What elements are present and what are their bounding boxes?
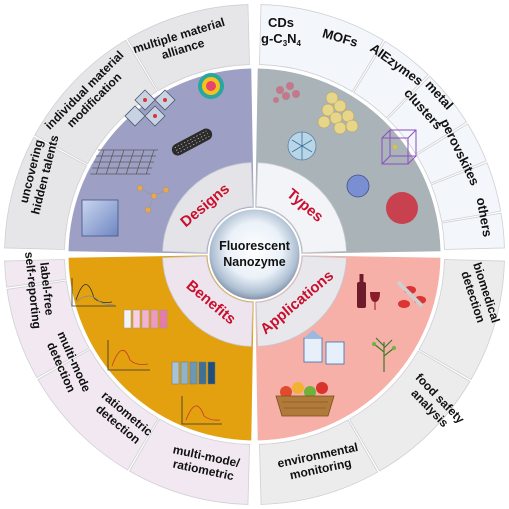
segment-gcn-label: g-C3N4 bbox=[261, 31, 302, 48]
benefits-illustrations bbox=[71, 278, 222, 425]
spectrum-plot-2-image bbox=[107, 340, 150, 371]
milk-cartons-image bbox=[303, 330, 345, 365]
octahedral-crystal-image bbox=[124, 89, 176, 127]
segment-food-safety bbox=[348, 350, 471, 472]
spectrum-plot-3-image bbox=[181, 396, 222, 425]
types-illustrations bbox=[273, 82, 418, 224]
plant-image bbox=[372, 337, 396, 372]
segment-others-label: others bbox=[474, 196, 496, 238]
segment-hidden-talents bbox=[4, 136, 88, 250]
blood-cells-image bbox=[396, 280, 426, 308]
segment-ratiometric bbox=[37, 348, 159, 471]
center-hub: Fluorescent Nanozyme bbox=[207, 207, 302, 302]
designs-illustrations bbox=[81, 73, 224, 237]
color-vials-2-image bbox=[171, 361, 216, 385]
center-circle bbox=[207, 207, 302, 302]
nanosphere-cluster-image bbox=[317, 91, 359, 135]
segment-individual-modification bbox=[34, 39, 158, 165]
cubic-lattice-image bbox=[381, 129, 417, 165]
segment-labelfree-gap bbox=[4, 259, 67, 288]
segment-multiple-alliance bbox=[127, 4, 250, 92]
wine-bottle-image bbox=[357, 274, 380, 310]
segment-multimode bbox=[6, 280, 90, 379]
segment-others bbox=[441, 212, 505, 250]
molecular-network-image bbox=[136, 184, 170, 214]
center-title-line2: Nanozyme bbox=[223, 255, 286, 269]
segment-environmental bbox=[259, 419, 379, 505]
applications-illustrations bbox=[275, 274, 426, 417]
segment-cds-gcn bbox=[259, 4, 384, 93]
core-shell-sphere-image bbox=[198, 73, 224, 99]
inner-ring-applications bbox=[255, 255, 347, 347]
spectrum-plot-1-image bbox=[71, 278, 116, 307]
red-cluster-image bbox=[386, 192, 418, 224]
mof-lattice-image bbox=[287, 131, 317, 161]
segment-perovskites bbox=[430, 162, 502, 222]
segment-biomedical bbox=[418, 259, 505, 381]
segment-metal-clusters bbox=[415, 123, 487, 184]
inner-ring-designs bbox=[162, 162, 254, 254]
segment-mofs bbox=[353, 40, 429, 119]
center-title-line1: Fluorescent bbox=[219, 239, 291, 253]
graphene-sheet-image bbox=[90, 149, 159, 175]
color-vials-1-image bbox=[123, 309, 168, 329]
produce-basket-image bbox=[275, 382, 335, 417]
segment-multimode-ratiometric bbox=[128, 418, 250, 505]
carbon-dot-cluster-image bbox=[273, 82, 300, 103]
inner-ring bbox=[162, 162, 347, 347]
segment-aiezymes bbox=[387, 75, 468, 155]
inner-ring-types bbox=[255, 162, 347, 254]
inner-ring-benefits bbox=[162, 255, 254, 347]
outer-ring bbox=[4, 4, 505, 505]
perovskite-particle-image bbox=[346, 174, 370, 198]
segment-cds-label: CDs bbox=[268, 15, 294, 30]
nanocube-image bbox=[81, 199, 119, 237]
nanotube-image bbox=[171, 128, 213, 156]
